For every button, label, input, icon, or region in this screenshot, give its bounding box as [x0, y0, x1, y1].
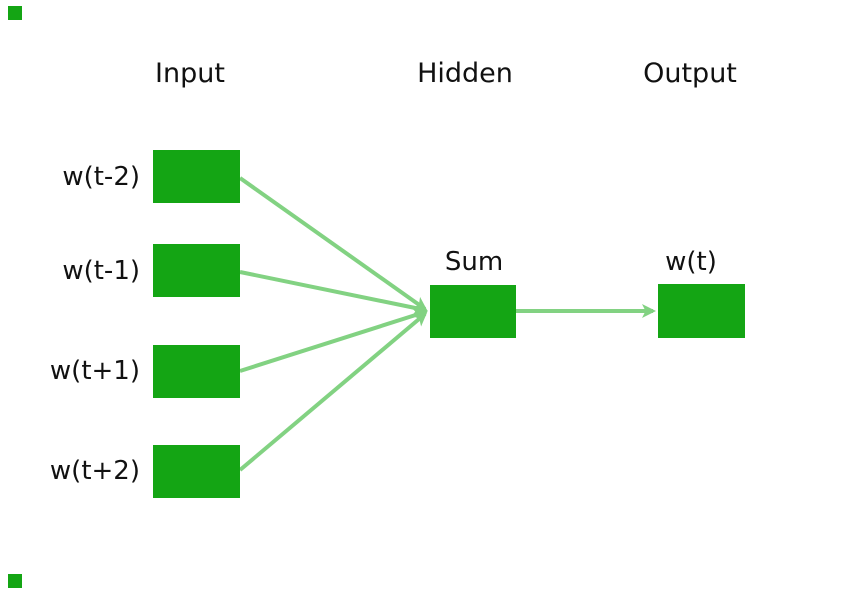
input-box-wt-plus-2 — [153, 445, 240, 498]
column-header-input: Input — [155, 58, 225, 89]
label-sum: Sum — [444, 247, 504, 277]
edge-wt-minus-1-to-sum — [239, 270, 428, 315]
label-wt-plus-1: w(t+1) — [49, 356, 140, 386]
edge-wt-minus-2-to-sum — [238, 176, 428, 311]
output-box-wt — [658, 284, 745, 338]
corner-marker-top-left — [8, 6, 22, 20]
label-wt-minus-2: w(t-2) — [62, 162, 140, 192]
label-wt: w(t) — [665, 247, 717, 277]
input-box-wt-plus-1 — [153, 345, 240, 398]
column-header-output: Output — [643, 58, 737, 89]
label-wt-minus-1: w(t-1) — [62, 256, 140, 286]
column-header-hidden: Hidden — [417, 58, 513, 89]
label-wt-plus-2: w(t+2) — [49, 456, 140, 486]
corner-marker-bottom-left — [8, 574, 22, 588]
edge-wt-plus-2-to-sum — [238, 312, 428, 472]
input-box-wt-minus-1 — [153, 244, 240, 297]
edge-wt-plus-1-to-sum — [239, 308, 428, 373]
input-box-wt-minus-2 — [153, 150, 240, 203]
hidden-box-sum — [430, 285, 516, 338]
